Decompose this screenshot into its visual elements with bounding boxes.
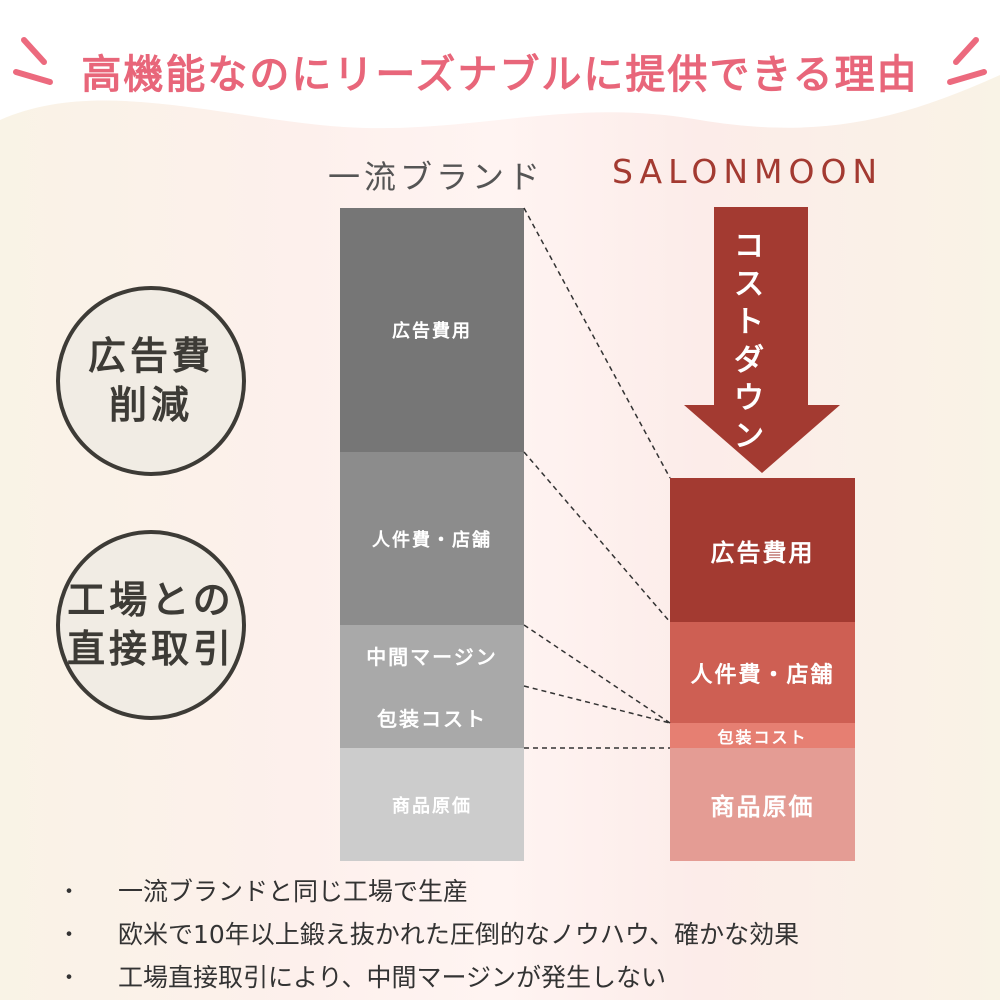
left-segment-middle-margin: 中間マージン [340, 625, 524, 686]
bullet-text: 工場直接取引により、中間マージンが発生しない [118, 962, 667, 992]
circle-line: 工場との [67, 577, 235, 622]
right-segment-labor-store: 人件費・店舗 [670, 622, 855, 723]
left-column-label: 一流ブランド [328, 158, 545, 196]
bullet-text: 欧米で10年以上鍛え抜かれた圧倒的なノウハウ、確かな効果 [118, 919, 800, 949]
title-decoration-left-icon [13, 37, 53, 85]
cost-down-arrow-icon [684, 207, 840, 473]
left-segment-label: 包装コスト [377, 706, 487, 731]
title-decoration-right-icon [947, 37, 987, 85]
list-item: ・ 工場直接取引により、中間マージンが発生しない [58, 954, 799, 997]
page-title: 高機能なのにリーズナブルに提供できる理由 [81, 52, 919, 98]
right-segment-label: 広告費用 [710, 538, 815, 567]
bullet-list: ・ 一流ブランドと同じ工場で生産 ・ 欧米で10年以上鍛え抜かれた圧倒的なノウハ… [58, 868, 799, 997]
list-item: ・ 一流ブランドと同じ工場で生産 [58, 868, 799, 911]
right-segment-packaging: 包装コスト [670, 723, 855, 748]
left-segment-label: 人件費・店舗 [372, 529, 492, 551]
right-segment-advertising: 広告費用 [670, 478, 855, 622]
right-column-label: SALONMOON [612, 152, 884, 191]
left-segment-labor-store: 人件費・店舗 [340, 452, 524, 625]
bullet-marker: ・ [58, 922, 81, 948]
arrow-text-char: ウ [734, 381, 764, 416]
arrow-text-char: ダ [734, 343, 764, 378]
circle-line: 広告費 [87, 333, 214, 378]
cost-down-label: コストダウン [725, 228, 773, 456]
circle-direct-factory: 工場との 直接取引 [56, 530, 246, 720]
left-segment-packaging: 包装コスト [340, 686, 524, 748]
left-segment-advertising: 広告費用 [340, 208, 524, 452]
left-segment-product-cost: 商品原価 [340, 748, 524, 861]
arrow-text-char: コ [734, 229, 764, 264]
arrow-text-char: ス [734, 267, 764, 302]
arrow-text-char: ン [734, 419, 764, 454]
circle-line: 削減 [108, 383, 193, 427]
right-segment-label: 人件費・店舗 [690, 662, 835, 688]
bullet-marker: ・ [58, 879, 81, 905]
list-item: ・ 欧米で10年以上鍛え抜かれた圧倒的なノウハウ、確かな効果 [58, 911, 799, 954]
left-segment-label: 広告費用 [392, 321, 472, 342]
right-segment-label: 包装コスト [717, 727, 808, 747]
circle-line: 直接取引 [66, 627, 235, 671]
bullet-text: 一流ブランドと同じ工場で生産 [118, 876, 469, 906]
right-segment-label: 商品原価 [710, 793, 815, 821]
right-segment-product-cost: 商品原価 [670, 748, 855, 861]
bullet-marker: ・ [58, 965, 81, 991]
left-segment-label: 中間マージン [366, 645, 498, 669]
left-segment-label: 商品原価 [392, 795, 472, 817]
arrow-text-char: ト [734, 305, 764, 340]
circle-ad-cost-reduction: 広告費 削減 [56, 286, 246, 476]
